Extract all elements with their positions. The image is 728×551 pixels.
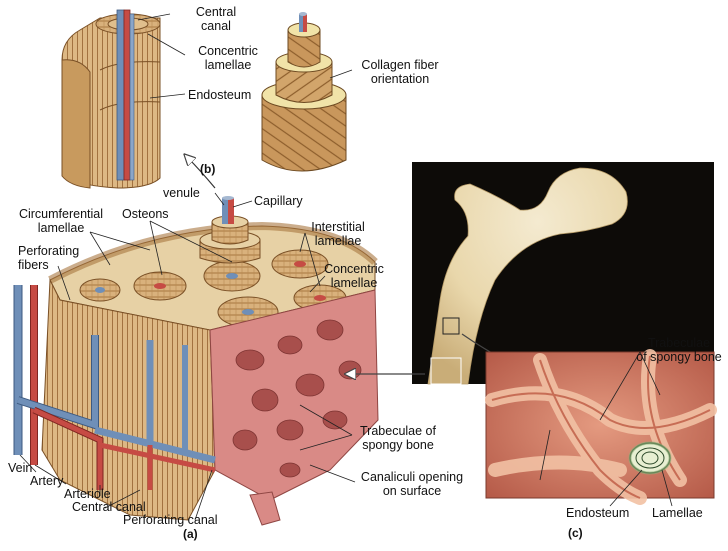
label-endosteum-c: Endosteum xyxy=(566,506,630,520)
label-line: Interstitial xyxy=(311,220,365,234)
label-capillary: Capillary xyxy=(254,194,303,208)
magnify-arrow-b xyxy=(188,158,216,189)
label-trabeculae-spongy-a: Trabeculae of spongy bone xyxy=(352,424,444,452)
compact-bone-block xyxy=(41,196,378,521)
label-line: Concentric xyxy=(324,262,384,276)
panel-c-marker: (c) xyxy=(568,526,583,540)
label-line: fibers xyxy=(18,258,49,272)
label-central-canal-b: Central canal xyxy=(170,5,262,33)
label-endosteum-b: Endosteum xyxy=(188,88,252,102)
label-line: spongy bone xyxy=(362,438,434,452)
label-osteons: Osteons xyxy=(122,207,169,221)
label-line: lamellae xyxy=(330,276,378,290)
label-line: Central xyxy=(195,5,237,19)
panel-a-marker: (a) xyxy=(183,527,198,541)
lamellae-inset xyxy=(628,441,672,475)
label-line: lamellae xyxy=(314,234,362,248)
collagen-fiber-drawing xyxy=(261,12,347,172)
blood-vessels xyxy=(13,285,216,490)
label-line: lamellae xyxy=(37,221,85,235)
label-lamellae-c: Lamellae xyxy=(652,506,703,520)
label-line: lamellae xyxy=(204,58,252,72)
label-interstitial-lamellae: Interstitial lamellae xyxy=(298,220,378,248)
label-perforating-fibers: Perforating fibers xyxy=(18,244,79,272)
panel-b-marker: (b) xyxy=(200,162,216,176)
label-perforating-canal: Perforating canal xyxy=(123,513,218,527)
label-line: of spongy bone xyxy=(636,350,722,364)
label-concentric-lamellae-a: Concentric lamellae xyxy=(312,262,396,290)
label-venule: venule xyxy=(163,186,200,200)
spongy-bone-region xyxy=(209,289,379,526)
label-trabeculae-spongy-c: Trabeculae of spongy bone xyxy=(636,336,722,364)
label-circumferential-lamellae: Circumferential lamellae xyxy=(2,207,120,235)
label-canaliculi-opening: Canaliculi opening on surface xyxy=(356,470,468,498)
label-line: Perforating xyxy=(18,244,80,258)
label-collagen-fiber: Collagen fiber orientation xyxy=(350,58,450,86)
label-line: canal xyxy=(201,19,231,33)
trabeculae-micrograph xyxy=(485,349,717,505)
label-central-canal-a: Central canal xyxy=(72,500,146,514)
label-line: Concentric xyxy=(198,44,258,58)
label-line: Trabeculae of xyxy=(360,424,436,438)
label-vein: Vein xyxy=(8,461,33,475)
label-line: Canaliculi opening xyxy=(360,470,464,484)
label-line: orientation xyxy=(370,72,430,86)
label-line: Collagen fiber xyxy=(361,58,439,72)
label-arteriole: Arteriole xyxy=(64,487,111,501)
label-line: on surface xyxy=(382,484,442,498)
label-artery: Artery xyxy=(30,474,64,488)
osteon-cutaway-drawing xyxy=(61,9,161,189)
label-line: Trabeculae xyxy=(647,336,711,350)
label-line: Circumferential xyxy=(18,207,104,221)
femur-photo xyxy=(412,162,714,385)
label-concentric-lamellae-b: Concentric lamellae xyxy=(185,44,271,72)
leader-lines xyxy=(19,13,673,521)
